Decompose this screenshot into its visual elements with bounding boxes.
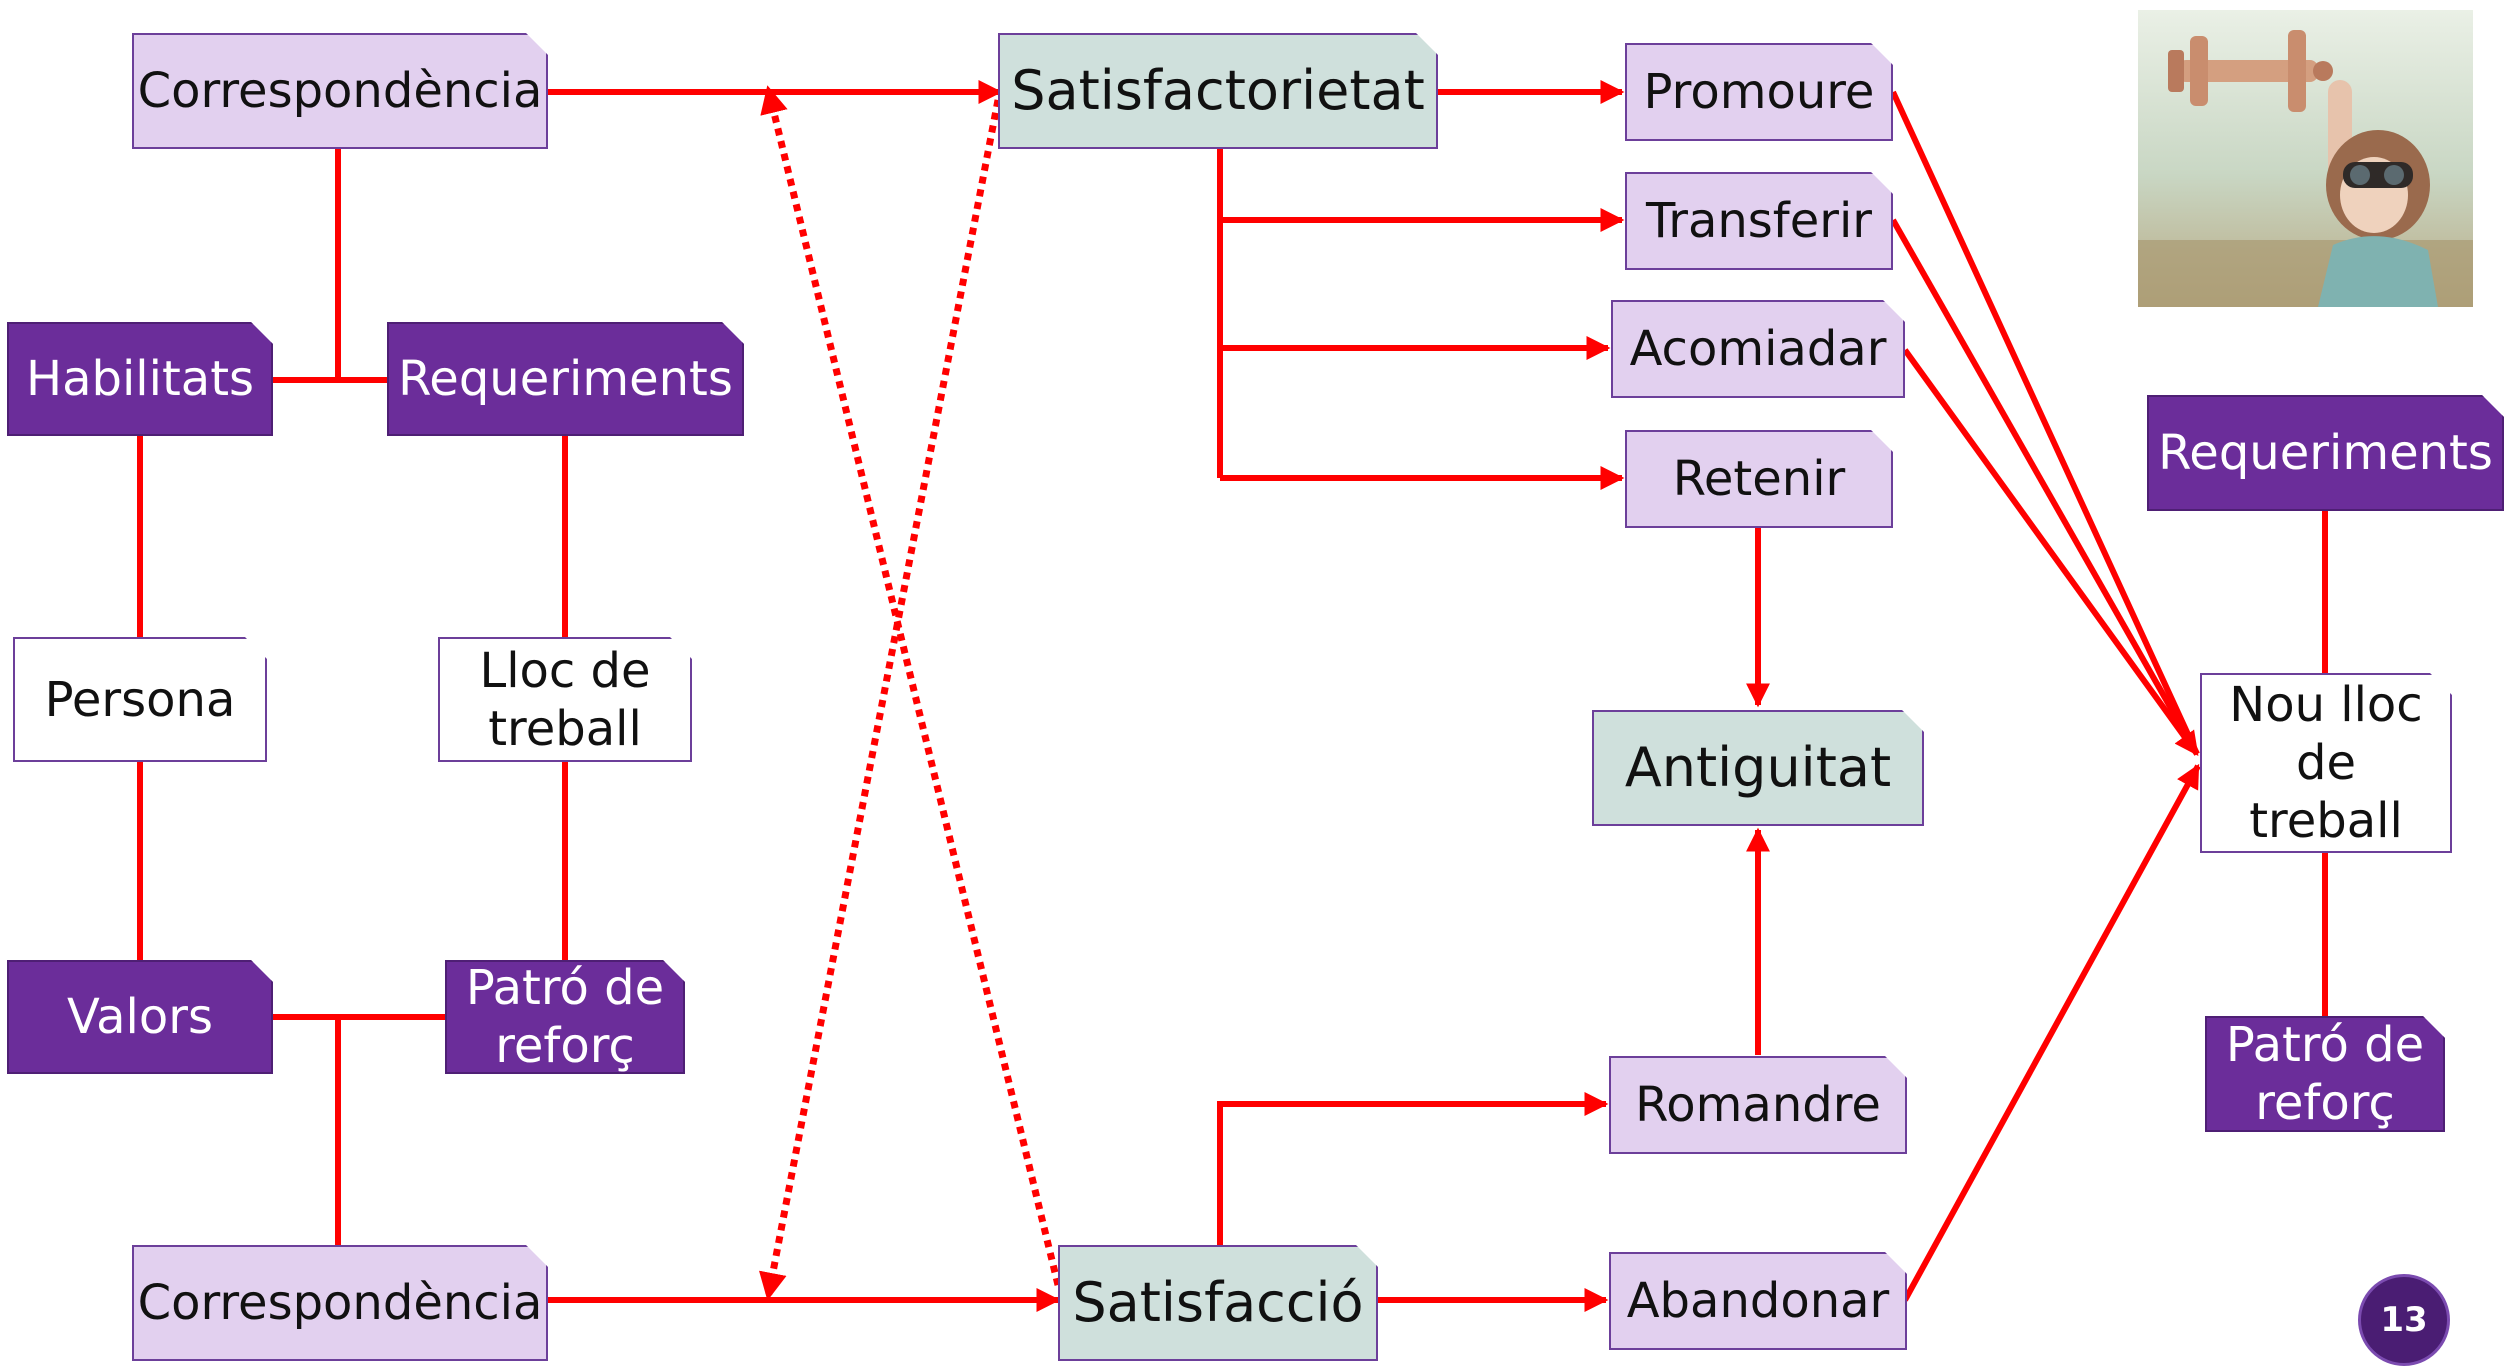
node-label: Abandonar	[1626, 1273, 1890, 1329]
node-satisfactorietat: Satisfactorietat	[998, 33, 1438, 149]
arrow-acomiadar-to-nou	[1902, 348, 2200, 756]
node-correspondencia-bottom: Correspondència	[132, 1245, 548, 1361]
node-label: Persona	[44, 671, 236, 728]
node-label-line2: de	[2296, 735, 2356, 791]
node-label-line3: treball	[2249, 793, 2403, 849]
node-label-line2: reforç	[2255, 1075, 2395, 1131]
node-satisfaccio: Satisfacció	[1058, 1245, 1378, 1361]
node-label: Romandre	[1635, 1077, 1881, 1133]
node-label: Valors	[67, 989, 213, 1045]
node-label-line1: Nou lloc	[2229, 677, 2423, 733]
node-habilitats: Habilitats	[7, 322, 273, 436]
child-with-toy-airplane-photo	[2138, 10, 2473, 307]
toy-airplane-icon	[2168, 30, 2333, 112]
node-label-line2: treball	[488, 700, 642, 757]
page-number-badge: 13	[2358, 1274, 2450, 1366]
node-promoure: Promoure	[1625, 43, 1893, 141]
node-label: Retenir	[1672, 451, 1846, 507]
node-label: Acomiadar	[1629, 321, 1887, 377]
dotted-arrow-satisfaccio-to-top	[760, 85, 1062, 1286]
node-label: Correspondència	[137, 1275, 543, 1331]
node-label-line1: Lloc de	[479, 642, 651, 699]
node-correspondencia-top: Correspondència	[132, 33, 548, 149]
node-nou-lloc-de-treball: Nou lloc de treball	[2200, 673, 2452, 853]
node-label: Requeriments	[398, 351, 733, 407]
node-label: Antiguitat	[1624, 736, 1892, 799]
node-persona: Persona	[13, 637, 267, 762]
child-figure-icon	[2318, 80, 2438, 307]
node-label-line2: reforç	[495, 1018, 635, 1074]
arrow-promoure-to-nou	[1890, 90, 2200, 756]
node-retenir: Retenir	[1625, 430, 1893, 528]
node-label: Promoure	[1643, 64, 1875, 120]
node-romandre: Romandre	[1609, 1056, 1907, 1154]
arrow-transferir-to-nou	[1890, 218, 2200, 756]
node-label: Correspondència	[137, 63, 543, 119]
node-label: Habilitats	[25, 351, 255, 407]
node-acomiadar: Acomiadar	[1611, 300, 1905, 398]
node-label-line1: Patró de	[2225, 1017, 2425, 1073]
node-label: Satisfacció	[1072, 1271, 1364, 1334]
node-label: Transferir	[1645, 193, 1873, 249]
node-label: Satisfactorietat	[1011, 59, 1425, 122]
node-label: Requeriments	[2158, 425, 2493, 481]
node-patro-de-reforc-right: Patró de reforç	[2205, 1016, 2445, 1132]
node-label-line1: Patró de	[465, 960, 665, 1016]
arrow-abandonar-to-nou	[1902, 763, 2201, 1302]
node-lloc-de-treball: Lloc de treball	[438, 637, 692, 762]
node-valors: Valors	[7, 960, 273, 1074]
node-antiguitat: Antiguitat	[1592, 710, 1924, 826]
arrow-to-romandre	[1217, 1092, 1609, 1245]
node-requeriments-left: Requeriments	[387, 322, 744, 436]
page-number: 13	[2380, 1300, 2428, 1340]
node-requeriments-right: Requeriments	[2147, 395, 2504, 511]
node-patro-de-reforc-left: Patró de reforç	[445, 960, 685, 1074]
node-abandonar: Abandonar	[1609, 1252, 1907, 1350]
node-transferir: Transferir	[1625, 172, 1893, 270]
dotted-arrow-satisfactorietat-to-bottom	[759, 99, 1002, 1301]
